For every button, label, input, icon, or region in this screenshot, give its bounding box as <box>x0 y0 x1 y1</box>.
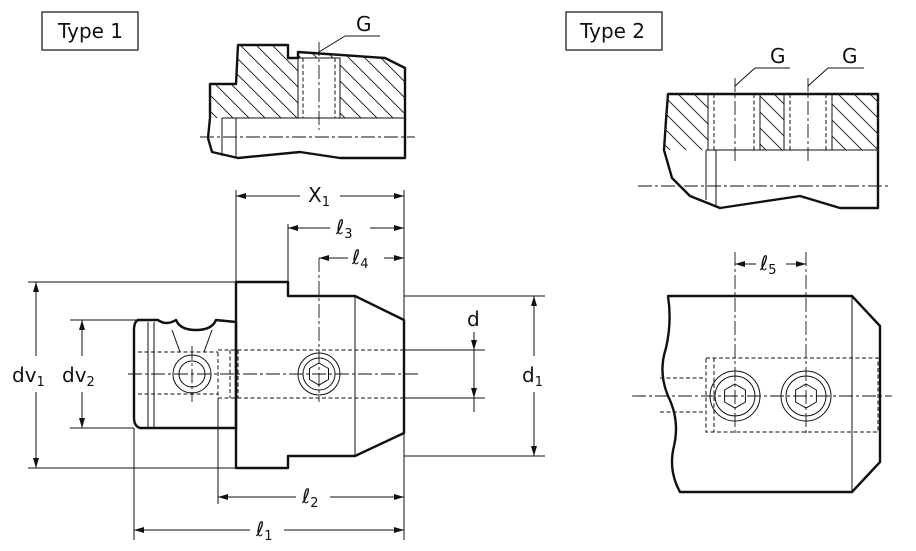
type1-g-label: G <box>356 12 372 36</box>
type2-section-hatch <box>528 88 916 215</box>
hatch-line <box>815 94 878 208</box>
dv1-label: dv1 <box>12 363 45 390</box>
l2-label: ℓ2 <box>301 484 319 511</box>
dv2-label: dv2 <box>62 363 95 390</box>
type2-front-view: ℓ5 <box>632 251 892 494</box>
type2-label: Type 2 <box>579 19 645 43</box>
hatch-line <box>208 45 217 158</box>
hatch-line <box>330 45 405 158</box>
x1-label: X1 <box>308 183 330 210</box>
l3-label: ℓ3 <box>335 215 353 242</box>
type2-section-view: G G <box>528 44 916 215</box>
l5-label: ℓ5 <box>759 251 777 278</box>
type2-g-label-right: G <box>842 44 858 68</box>
d1-label: d1 <box>522 363 543 390</box>
type1-front-view: X1 ℓ3 ℓ4 ℓ2 ℓ1 dv1 d <box>12 183 545 544</box>
type2-label-box: Type 2 <box>565 11 663 51</box>
type1-label: Type 1 <box>57 19 123 43</box>
type1-section-hatch <box>75 40 536 165</box>
l1-label: ℓ1 <box>255 517 273 544</box>
hatch-line <box>362 45 405 158</box>
hatch-line <box>831 94 878 208</box>
d-label: d <box>467 307 480 331</box>
hatch-line <box>411 40 536 165</box>
hatch-line <box>664 94 672 208</box>
type2-g-label-left: G <box>770 44 786 68</box>
type1-label-box: Type 1 <box>41 11 139 51</box>
hatch-line <box>75 40 200 165</box>
hatch-line <box>528 88 655 215</box>
hatch-line <box>847 94 878 208</box>
hatch-line <box>394 45 405 158</box>
hatch-line <box>346 45 405 158</box>
l4-label: ℓ4 <box>351 245 369 272</box>
hatch-line <box>880 88 916 215</box>
type1-section-view: G <box>75 12 536 165</box>
